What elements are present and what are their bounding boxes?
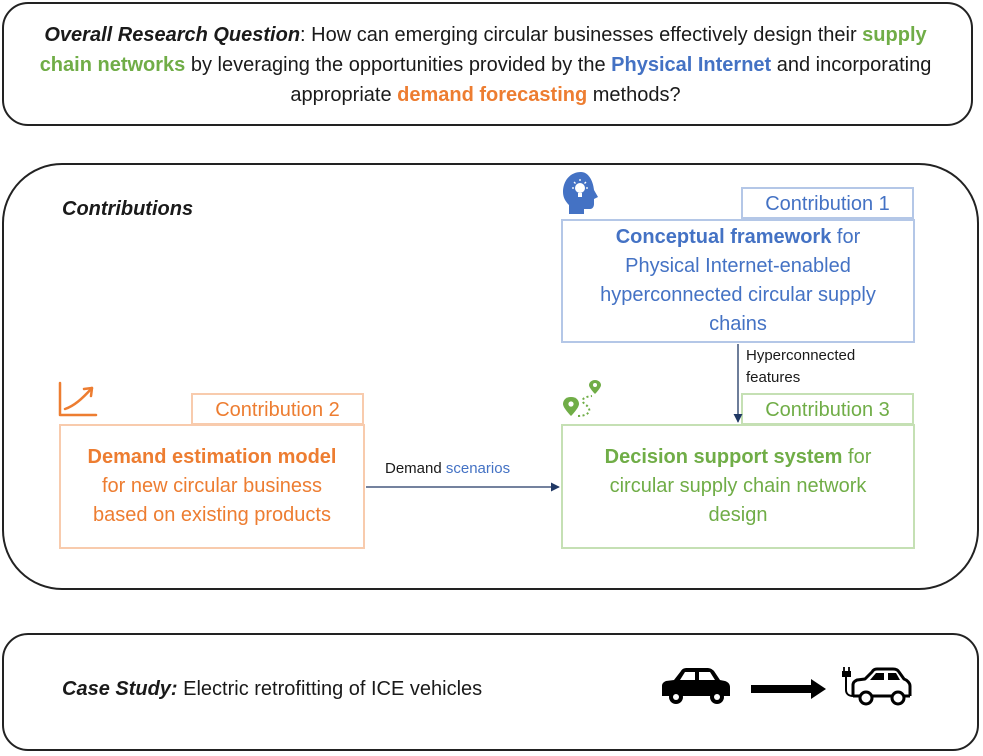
research-question-label: Overall Research Question xyxy=(44,24,301,46)
electric-car-icon xyxy=(842,667,912,706)
contribution-2-tab: Contribution 2 xyxy=(191,393,364,425)
contribution-1-title: Conceptual framework xyxy=(615,226,832,248)
case-study: Case Study: Electric retrofitting of ICE… xyxy=(62,675,482,703)
arrow-right-icon xyxy=(751,679,826,699)
edge-label-hyperconnected-features: Hyperconnected features xyxy=(746,347,856,386)
edge-label-demand-scenarios: Demand scenarios xyxy=(385,460,511,477)
contribution-3-description: for circular supply chain network design xyxy=(609,446,872,526)
keyword-demand-forecasting: demand forecasting xyxy=(397,84,588,106)
case-study-text: Electric retrofitting of ICE vehicles xyxy=(177,678,483,700)
contribution-1-tab: Contribution 1 xyxy=(741,187,914,219)
keyword-supply-chain-networks: supply chain networks xyxy=(39,24,927,76)
contribution-1-card: Conceptual framework for Physical Intern… xyxy=(561,219,915,343)
keyword-physical-internet: Physical Internet xyxy=(611,54,772,76)
route-pin-icon xyxy=(563,380,601,417)
car-icon xyxy=(662,668,730,704)
contributions-title: Contributions xyxy=(62,198,194,220)
contribution-3-card: Decision support system for circular sup… xyxy=(561,424,915,549)
contribution-2-title: Demand estimation model xyxy=(87,446,337,468)
research-question-box xyxy=(2,2,973,126)
research-question: Overall Research Question: How can emerg… xyxy=(39,24,932,106)
case-study-box xyxy=(2,633,979,751)
trend-chart-icon xyxy=(58,381,98,417)
head-lightbulb-icon xyxy=(563,172,598,214)
contribution-3-title: Decision support system xyxy=(604,446,843,468)
case-study-label: Case Study: xyxy=(62,678,178,700)
contribution-1-description: for Physical Internet-enabled hyperconne… xyxy=(600,226,876,335)
contributions-box xyxy=(2,163,979,590)
contribution-2-description: for new circular business based on exist… xyxy=(93,475,331,526)
contribution-3-tab: Contribution 3 xyxy=(741,393,914,425)
contribution-2-card: Demand estimation model for new circular… xyxy=(59,424,365,549)
